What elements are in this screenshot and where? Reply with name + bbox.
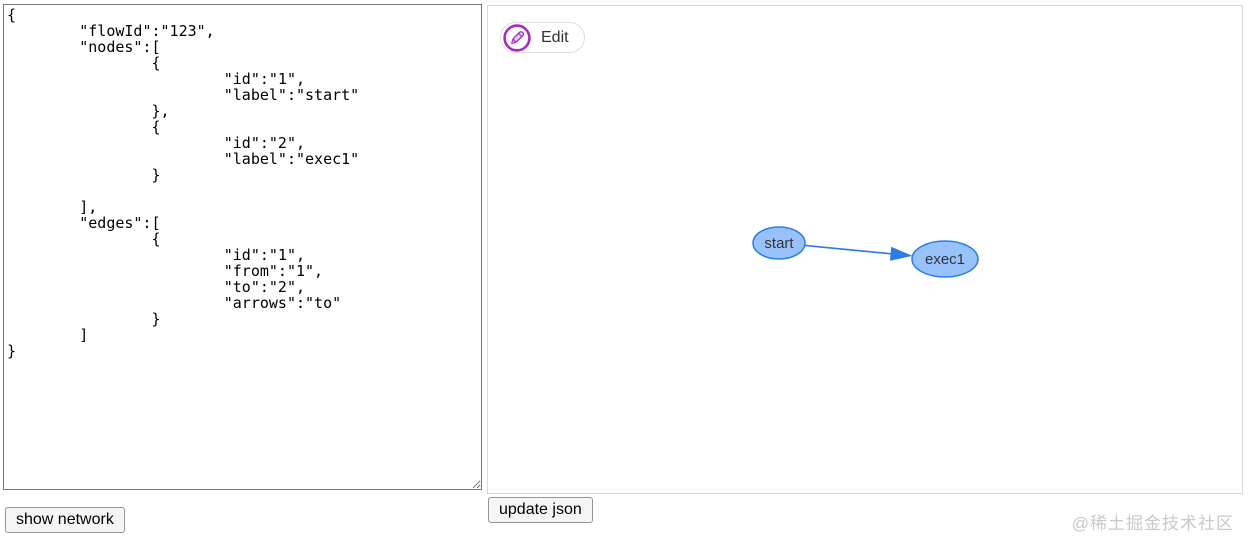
node-ellipse[interactable] — [752, 226, 806, 260]
edit-button[interactable]: Edit — [500, 22, 585, 53]
network-panel: start exec1 Edit — [487, 5, 1243, 494]
show-network-button[interactable]: show network — [5, 507, 125, 533]
edit-button-label: Edit — [541, 28, 569, 46]
watermark: @稀土掘金技术社区 — [1071, 514, 1234, 533]
network-canvas[interactable]: start exec1 — [488, 6, 1242, 493]
node-label: exec1 — [925, 251, 965, 268]
update-json-button[interactable]: update json — [488, 497, 593, 523]
edge-line[interactable] — [804, 244, 896, 256]
node-label: start — [764, 235, 794, 252]
network-node-start[interactable]: start — [752, 226, 806, 260]
edge-arrowhead — [889, 246, 913, 261]
pencil-icon — [502, 23, 532, 53]
network-node-exec1[interactable]: exec1 — [911, 240, 979, 278]
node-ellipse[interactable] — [911, 240, 979, 278]
json-input[interactable]: { "flowId":"123", "nodes":[ { "id":"1", … — [3, 4, 482, 490]
